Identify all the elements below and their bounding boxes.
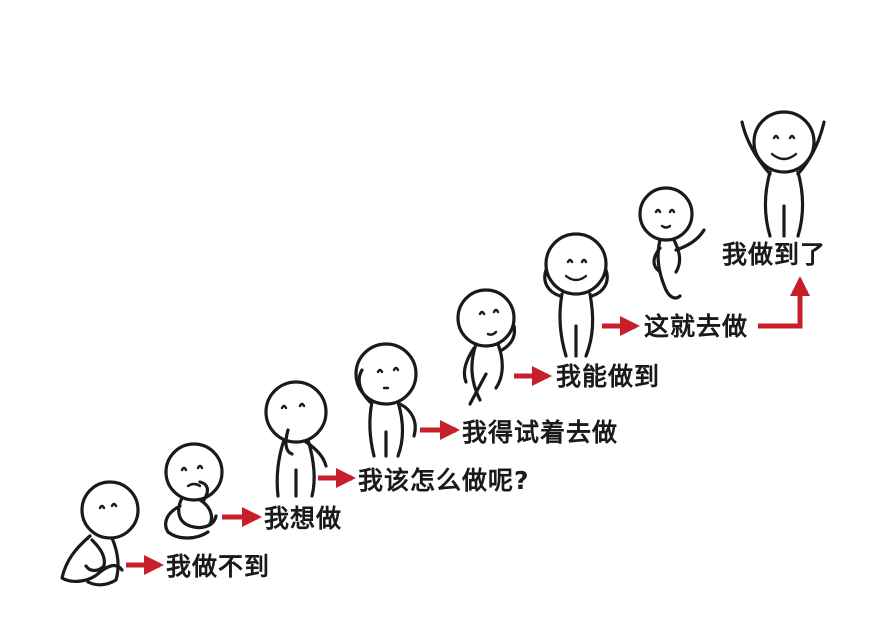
figure-standing-fists-raised — [543, 232, 609, 358]
step-label-1: 我做不到 — [166, 552, 271, 581]
step-label-6: 这就去做 — [644, 312, 749, 341]
step-label-2: 我想做 — [264, 504, 343, 533]
figure-sitting-hugging-knees — [60, 480, 140, 587]
step-label-5: 我能做到 — [556, 362, 661, 391]
figure-standing-scratching-head — [354, 342, 418, 458]
figure-standing-arms-up-cheering — [740, 110, 826, 238]
arrow-7-up — [758, 276, 810, 329]
figure-running-stepping-up — [638, 186, 706, 300]
figure-standing-hand-on-mouth — [264, 380, 328, 498]
figure-walking-arm-raised — [456, 288, 517, 406]
step-label-4: 我得试着去做 — [462, 418, 619, 447]
step-label-7: 我做到了 — [722, 240, 827, 269]
step-label-3: 我该怎么做呢? — [358, 466, 530, 495]
figure-kneeling-hand-on-chin — [164, 442, 224, 540]
